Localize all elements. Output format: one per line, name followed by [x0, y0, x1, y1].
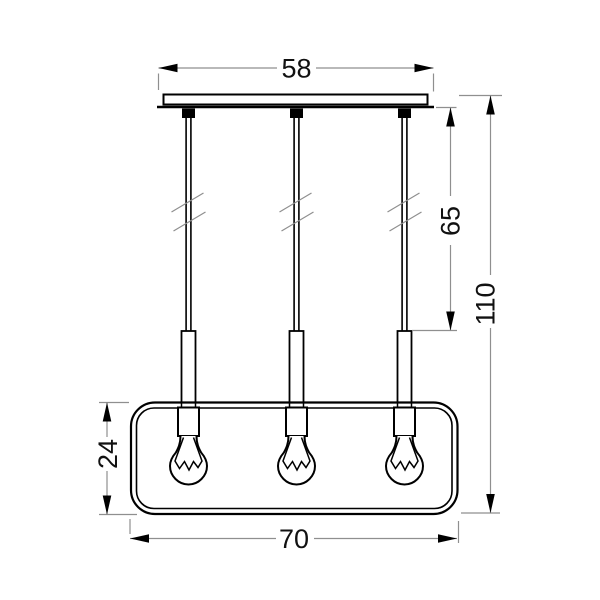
dimension-frame-width: 70 [129, 519, 460, 554]
dimension-total-height: 110 [459, 94, 502, 514]
dimension-cord-length: 65 [412, 106, 466, 332]
pendant-left [169, 107, 208, 486]
arrowhead-right [414, 63, 434, 73]
dimension-value-frame-width: 70 [279, 524, 309, 554]
arrowhead-left [158, 63, 178, 73]
dimension-value-cord-length: 65 [436, 206, 466, 236]
dimension-value-frame-height: 24 [93, 439, 123, 469]
dimension-value-total-height: 110 [471, 282, 501, 325]
arrowhead-up [102, 402, 112, 422]
ceiling-canopy [157, 93, 434, 109]
dimension-frame-height: 24 [93, 401, 137, 516]
pendant-center [277, 107, 316, 486]
arrowhead-left [130, 534, 149, 543]
arrowhead-up [486, 95, 495, 115]
arrowhead-up [446, 107, 455, 127]
dimension-canopy-width: 58 [157, 54, 435, 92]
pendant-right [385, 107, 424, 486]
arrowhead-down [446, 311, 455, 331]
arrowhead-down [486, 494, 495, 513]
canopy-plate [162, 93, 429, 106]
dimension-value-canopy-width: 58 [281, 54, 311, 84]
arrowhead-down [102, 495, 112, 515]
arrowhead-right [438, 534, 457, 543]
